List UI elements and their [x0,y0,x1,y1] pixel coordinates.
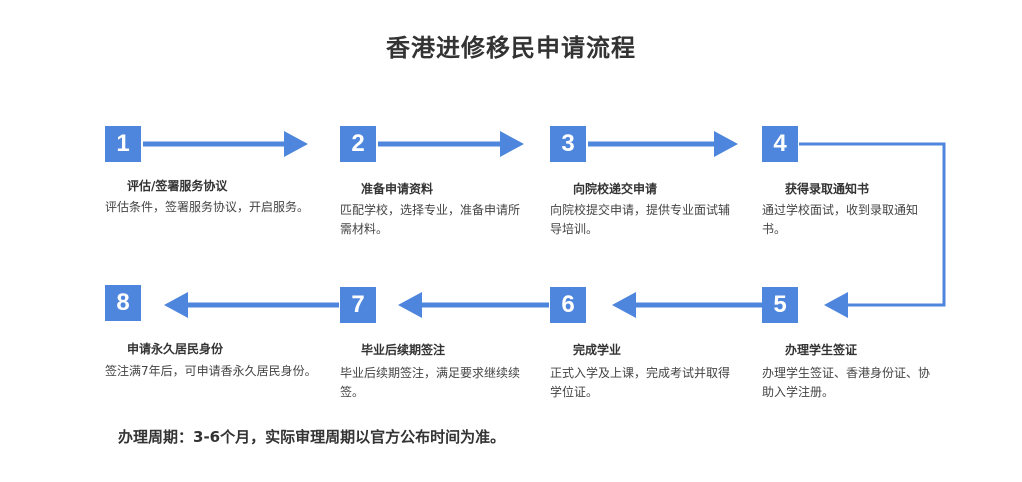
step-5-title: 办理学生签证 [785,343,858,357]
step-2-title: 准备申请资料 [361,182,434,196]
step-6-desc: 正式入学及上课，完成考试并取得学位证。 [550,366,731,399]
arrow-1-to-2 [143,131,308,157]
step-2-desc: 匹配学校，选择专业，准备申请所需材料。 [340,203,521,236]
step-4-title: 获得录取通知书 [785,182,870,196]
step-2-number: 2 [340,126,376,162]
step-8-title: 申请永久居民身份 [127,342,224,356]
arrow-7-to-8 [164,292,339,318]
arrow-6-to-7 [398,292,549,318]
step-1-title: 评估/签署服务协议 [127,179,228,193]
arrow-5-to-6 [612,292,762,318]
arrow-4-to-5 [799,142,946,318]
step-7-title: 毕业后续期签注 [361,343,446,357]
step-6-number: 6 [550,287,586,323]
step-7-desc: 毕业后续期签注，满足要求继续续签。 [340,366,521,399]
step-4-number: 4 [762,126,798,162]
step-5-number: 5 [762,287,798,323]
diagram-title: 香港进修移民申请流程 [386,34,636,62]
arrow-2-to-3 [378,131,524,157]
step-1-number: 1 [105,126,141,162]
step-3-desc: 向院校提交申请，提供专业面试辅导培训。 [550,203,731,236]
step-3-number: 3 [550,126,586,162]
processing-period-note: 办理周期：3-6个月，实际审理周期以官方公布时间为准。 [118,428,506,446]
arrow-3-to-4 [588,131,738,157]
step-4-desc: 通过学校面试，收到录取通知书。 [762,203,919,236]
step-3-title: 向院校递交申请 [573,182,658,196]
step-5-desc: 办理学生签证、香港身份证、协助入学注册。 [762,366,931,399]
step-7-number: 7 [340,287,376,323]
step-1-desc: 评估条件，签署服务协议，开启服务。 [105,200,310,214]
step-8-desc: 签注满7年后，可申请香永久居民身份。 [105,364,317,378]
step-6-title: 完成学业 [573,343,622,357]
step-8-number: 8 [105,285,141,321]
